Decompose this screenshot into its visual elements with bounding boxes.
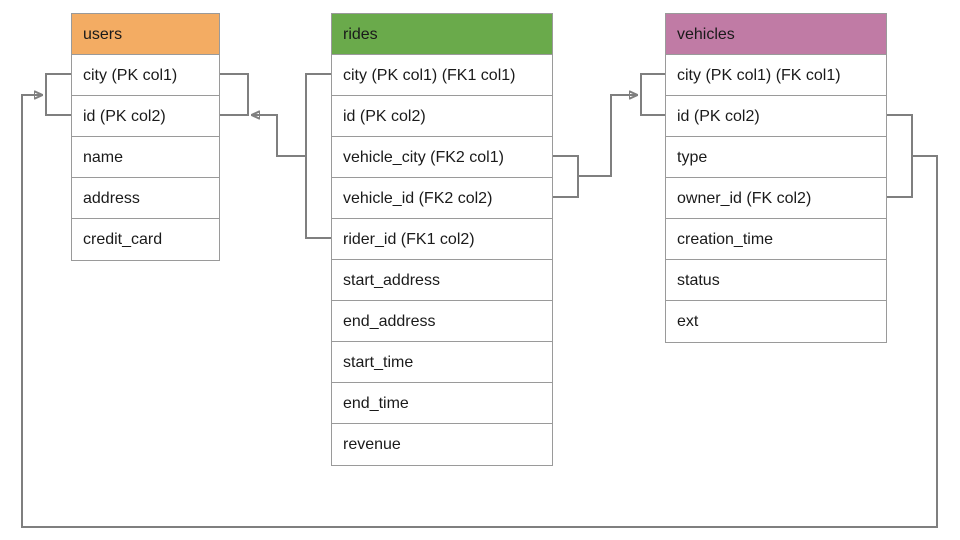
table-vehicles-column-type: type [666,137,886,178]
table-rides[interactable]: rides city (PK col1) (FK1 col1) id (PK c… [331,13,553,466]
table-vehicles-header: vehicles [666,14,886,55]
table-rides-column-start-time: start_time [332,342,552,383]
table-rides-column-end-address: end_address [332,301,552,342]
table-rides-column-city: city (PK col1) (FK1 col1) [332,55,552,96]
table-rides-column-vehicle-id: vehicle_id (FK2 col2) [332,178,552,219]
table-rides-column-end-time: end_time [332,383,552,424]
table-vehicles-column-creation-time: creation_time [666,219,886,260]
table-rides-column-revenue: revenue [332,424,552,465]
table-users-column-credit-card: credit_card [72,219,219,260]
table-rides-header: rides [332,14,552,55]
table-rides-column-vehicle-city: vehicle_city (FK2 col1) [332,137,552,178]
table-vehicles-column-status: status [666,260,886,301]
link-rides-rider-to-users [252,115,306,157]
table-vehicles[interactable]: vehicles city (PK col1) (FK col1) id (PK… [665,13,887,343]
table-vehicles-column-owner-id: owner_id (FK col2) [666,178,886,219]
rides-fk1-bracket [305,73,331,239]
table-vehicles-column-id: id (PK col2) [666,96,886,137]
link-rides-vehicle-to-vehicles [578,95,637,177]
rides-fk2-bracket [553,155,579,198]
table-users[interactable]: users city (PK col1) id (PK col2) name a… [71,13,220,261]
vehicles-left-bracket [640,73,665,116]
table-users-column-name: name [72,137,219,178]
table-users-column-address: address [72,178,219,219]
users-right-bracket [220,73,249,116]
table-rides-column-start-address: start_address [332,260,552,301]
table-vehicles-column-city: city (PK col1) (FK col1) [666,55,886,96]
table-rides-column-id: id (PK col2) [332,96,552,137]
table-users-column-city: city (PK col1) [72,55,219,96]
table-rides-column-rider-id: rider_id (FK1 col2) [332,219,552,260]
table-vehicles-column-ext: ext [666,301,886,342]
vehicles-right-bracket [887,114,913,198]
table-users-header: users [72,14,219,55]
table-users-column-id: id (PK col2) [72,96,219,137]
users-left-bracket [45,73,71,116]
